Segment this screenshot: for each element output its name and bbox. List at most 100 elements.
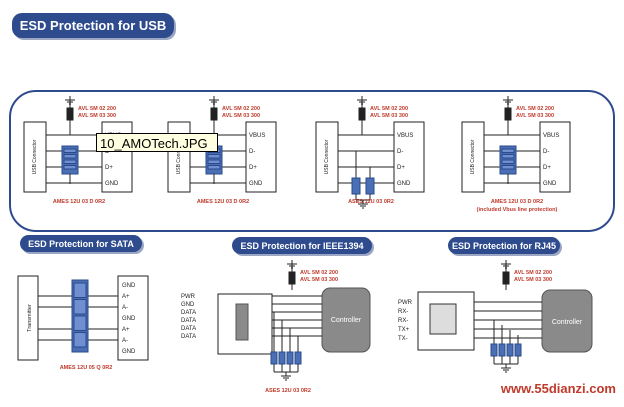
- varistor-body: [66, 107, 74, 121]
- ieee-pin-label: DATA: [181, 310, 196, 316]
- avl-label-1: AVL 5M 02 200: [300, 270, 338, 276]
- esd-diode: [294, 351, 302, 365]
- usb-pin-label: D+: [543, 165, 551, 171]
- varistor-body: [504, 107, 512, 121]
- esd-array-cell: [207, 165, 221, 170]
- usb-connector-label: USB Connector: [32, 139, 38, 174]
- varistor-body: [210, 107, 218, 121]
- image-filename-tooltip: 10_AMOTech.JPG: [96, 133, 218, 152]
- avl-label-2: AVL 5M 03 300: [300, 277, 338, 283]
- usb-pin-box: [539, 121, 571, 193]
- esd-diode: [506, 343, 514, 357]
- varistor-body: [502, 271, 510, 285]
- esd-array-cell: [73, 282, 87, 298]
- esd-array-cell: [73, 315, 87, 331]
- esd-array-cell: [501, 154, 515, 159]
- avl-label-2: AVL 5M 03 300: [78, 113, 116, 119]
- usb-pin-label: D+: [249, 165, 257, 171]
- ieee-pin-label: PWR: [181, 294, 196, 300]
- sata-transmitter-box: [17, 275, 39, 361]
- esd-diode: [286, 351, 294, 365]
- sata-part-number: AMES 12U 05 Q 0R2: [60, 365, 113, 371]
- esd-part-number: ASES 12U 03 0R2: [348, 199, 394, 205]
- usb-pin-box: [245, 121, 277, 193]
- esd-diode: [351, 177, 361, 195]
- esd-part-number: AMES 12U 03 D 0R2: [53, 199, 105, 205]
- usb-connector-box: [315, 121, 339, 193]
- esd-array-cell: [73, 299, 87, 315]
- sata-pin-label: A-: [122, 338, 128, 344]
- usb-pin-label: VBUS: [543, 133, 559, 139]
- ieee-pin-label: DATA: [181, 318, 196, 324]
- ieee-pin-label: DATA: [181, 326, 196, 332]
- avl-label-1: AVL 5M 02 200: [78, 106, 116, 112]
- esd-array-cell: [207, 154, 221, 159]
- avl-label-2: AVL 5M 03 300: [516, 113, 554, 119]
- sata-pin-label: A+: [122, 327, 130, 333]
- usb-pin-box: [393, 121, 425, 193]
- usb-connector-label: USB Connector: [324, 139, 330, 174]
- rj45-pin-label: TX+: [398, 327, 410, 333]
- avl-label-2: AVL 5M 03 300: [514, 277, 552, 283]
- ieee-part-number: ASES 12U 03 0R2: [265, 388, 311, 394]
- usb-connector-box: [461, 121, 485, 193]
- esd-part-note: (included Vbus line protection): [477, 207, 558, 213]
- sata-pin-label: A-: [122, 305, 128, 311]
- rj45-pin-label: PWR: [398, 300, 413, 306]
- esd-diode: [278, 351, 286, 365]
- rj45-pin-label: RX-: [398, 309, 408, 315]
- sata-transmitter-label: Transmitter: [27, 304, 33, 332]
- avl-label-1: AVL 5M 02 200: [222, 106, 260, 112]
- rj45-controller-label: Controller: [552, 319, 583, 326]
- sata-pin-label: A+: [122, 294, 130, 300]
- usb-pin-label: D+: [397, 165, 405, 171]
- usb-pin-label: VBUS: [249, 133, 265, 139]
- esd-array-cell: [207, 159, 221, 164]
- rj45-title-badge: ESD Protection for RJ45: [448, 237, 560, 254]
- rj45-jack: [429, 303, 457, 335]
- sata-pin-label: GND: [122, 349, 136, 355]
- usb-pin-label: GND: [105, 181, 119, 187]
- varistor-body: [358, 107, 366, 121]
- esd-array-cell: [63, 154, 77, 159]
- ieee-controller-label: Controller: [331, 317, 362, 324]
- usb-pin-label: VBUS: [397, 133, 413, 139]
- usb-pin-label: GND: [543, 181, 557, 187]
- sata-title-badge: ESD Protection for SATA: [20, 235, 142, 252]
- esd-array-cell: [73, 332, 87, 348]
- esd-array-cell: [63, 165, 77, 170]
- esd-array-cell: [501, 165, 515, 170]
- esd-diode: [490, 343, 498, 357]
- usb-pin-label: D-: [397, 149, 403, 155]
- ieee1394-title-badge: ESD Protection for IEEE1394: [232, 237, 372, 254]
- rj45-pin-label: TX-: [398, 336, 408, 342]
- usb-pin-label: D-: [249, 149, 255, 155]
- esd-diode: [365, 177, 375, 195]
- avl-label-1: AVL 5M 02 200: [370, 106, 408, 112]
- esd-diode: [514, 343, 522, 357]
- sata-pin-label: GND: [122, 283, 136, 289]
- esd-array-cell: [63, 148, 77, 153]
- rj45-controller-box: [541, 289, 593, 353]
- avl-label-1: AVL 5M 02 200: [514, 270, 552, 276]
- avl-label-2: AVL 5M 03 300: [222, 113, 260, 119]
- usb-connector-label: USB Connector: [176, 139, 182, 174]
- usb-pin-label: D-: [105, 149, 111, 155]
- usb-pin-label: GND: [397, 181, 411, 187]
- site-watermark: www.55dianzi.com: [500, 381, 616, 396]
- usb-pin-label: GND: [249, 181, 263, 187]
- esd-array-cell: [501, 159, 515, 164]
- usb-pin-label: D-: [543, 149, 549, 155]
- sata-pin-label: GND: [122, 316, 136, 322]
- esd-array-cell: [501, 148, 515, 153]
- usb-connector-label: USB Connector: [470, 139, 476, 174]
- esd-array-cell: [63, 159, 77, 164]
- ieee-pin-label: GND: [181, 302, 195, 308]
- varistor-body: [288, 271, 296, 285]
